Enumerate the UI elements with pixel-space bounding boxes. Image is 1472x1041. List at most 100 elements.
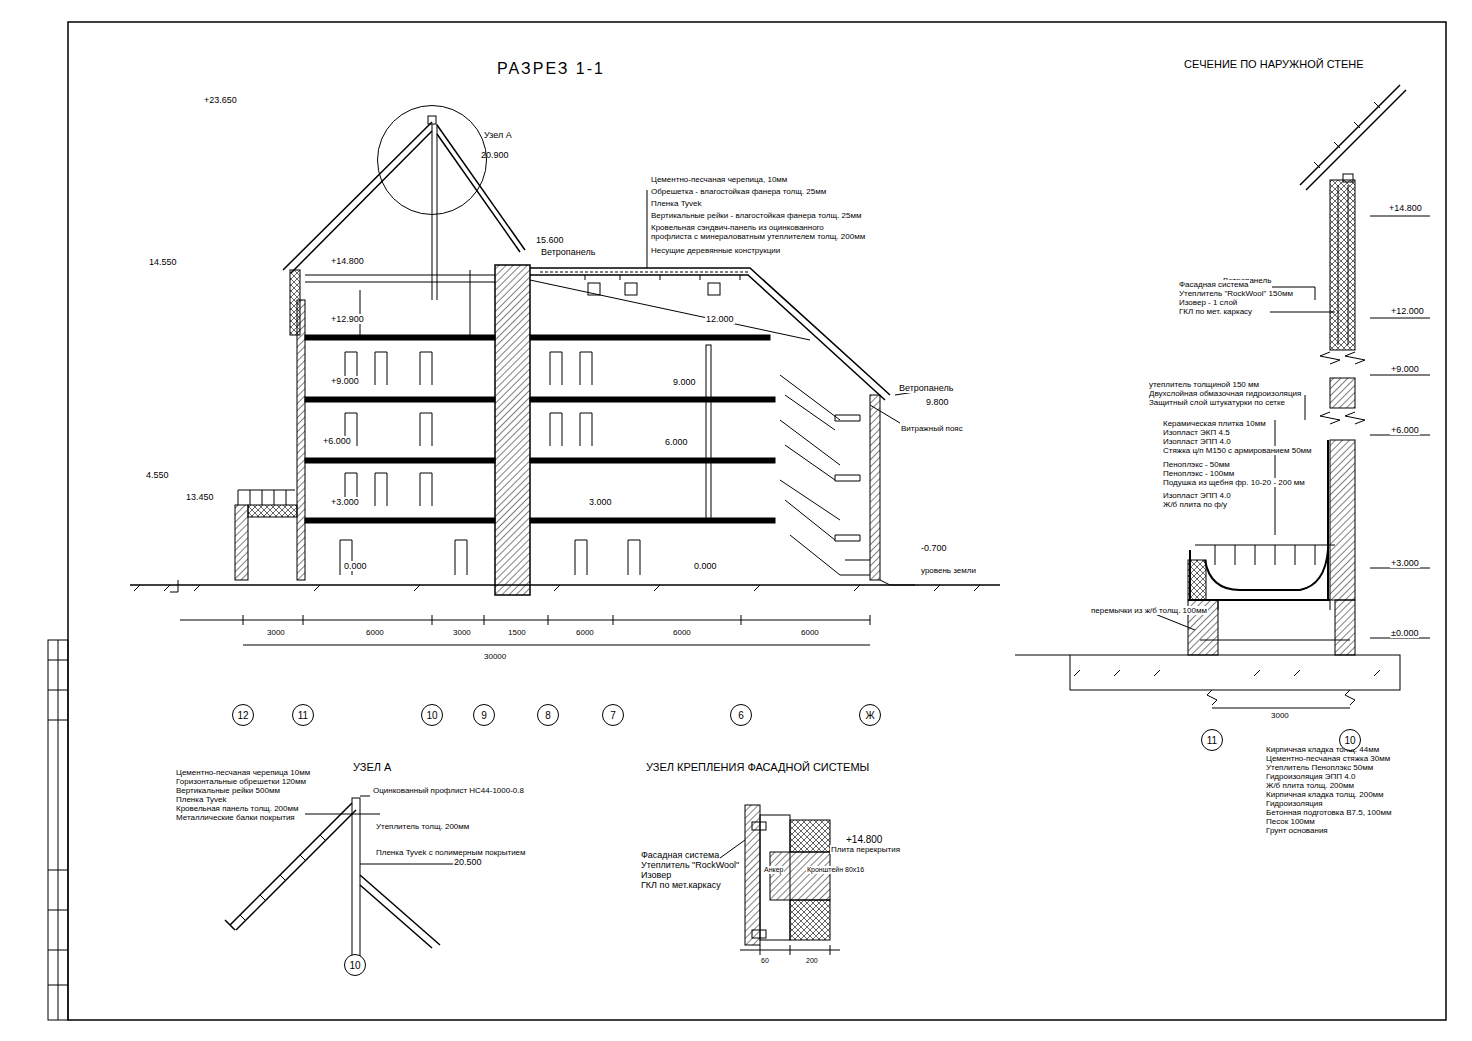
axis-marker: 8 — [537, 704, 559, 726]
annotation-text: Кирпичная кладка толщ. 44мм — [1265, 745, 1380, 754]
annotation-text: СЕЧЕНИЕ ПО НАРУЖНОЙ СТЕНЕ — [1183, 58, 1365, 71]
annotation-text: Гидроизоляция — [1265, 799, 1324, 808]
annotation-text: УЗЕЛ А — [352, 761, 392, 774]
annotation-text: 6.000 — [664, 437, 689, 447]
annotation-text: Пленка Tyvek — [650, 199, 703, 208]
annotation-text: Песок 100мм — [1265, 817, 1316, 826]
annotation-text: Металлические балки покрытия — [175, 813, 296, 822]
annotation-text: +3.000 — [330, 497, 360, 507]
annotation-text: 6000 — [800, 628, 820, 637]
axis-number: 10 — [426, 710, 437, 721]
annotation-text: Изопласт ЭПП 4.0 — [1162, 437, 1232, 446]
annotation-text: Изопласт ЭПП 4.0 — [1162, 491, 1232, 500]
annotation-text: Витражный пояс — [900, 424, 964, 433]
annotation-text: Защитный слой штукатурки по сетке — [1148, 398, 1286, 407]
annotation-text: Цементно-песчаная черепица, 10мм — [650, 175, 788, 184]
axis-marker: 7 — [602, 704, 624, 726]
annotation-text: Утеплитель Пеноплэкс 50мм — [1265, 763, 1374, 772]
annotation-text: +9.000 — [1390, 364, 1420, 374]
annotation-text: УЗЕЛ КРЕПЛЕНИЯ ФАСАДНОЙ СИСТЕМЫ — [645, 761, 870, 774]
axis-number: 8 — [545, 710, 551, 721]
annotation-text: Утеплитель толщ. 200мм — [375, 822, 470, 831]
axis-number: 9 — [481, 710, 487, 721]
annotation-text: Пеноплэкс - 50мм — [1162, 460, 1231, 469]
annotation-text: 15.600 — [535, 235, 565, 245]
annotation-text: Вертикальные рейки - влагостойкая фанера… — [650, 211, 862, 220]
annotation-text: 9.800 — [925, 397, 950, 407]
axis-number: 11 — [298, 710, 308, 721]
annotation-text: утеплитель толщиной 150 мм — [1148, 380, 1260, 389]
axis-number: 6 — [738, 710, 744, 721]
annotation-text: 1500 — [507, 628, 527, 637]
annotation-text: Плита перекрытия — [830, 845, 901, 854]
annotation-text: Стяжка ц/п М150 с армированием 50мм — [1162, 446, 1313, 455]
annotation-text: Пеноплэкс - 100мм — [1162, 469, 1235, 478]
annotation-text: +23.650 — [203, 95, 238, 105]
annotation-text: 3000 — [266, 628, 286, 637]
axis-number: 7 — [610, 710, 616, 721]
annotation-text: 6000 — [575, 628, 595, 637]
annotation-text: Ветропанель — [540, 247, 596, 257]
annotation-text: 3000 — [452, 628, 472, 637]
annotation-text: Кровельная панель толщ. 200мм — [175, 804, 300, 813]
annotation-text: Ж/б плита толщ. 200мм — [1265, 781, 1355, 790]
annotation-text: 9.000 — [672, 377, 697, 387]
annotation-text: Кронштейн 80х16 — [806, 866, 865, 874]
annotation-text: Двухслойная обмазочная гидроизоляция — [1148, 389, 1302, 398]
annotation-text: ГКЛ по мет.каркасу — [640, 880, 722, 890]
annotation-text: уровень земли — [920, 566, 977, 575]
axis-number: 10 — [1344, 735, 1355, 746]
annotation-text: 6000 — [672, 628, 692, 637]
annotation-text: +14.800 — [1388, 203, 1423, 213]
annotation-text: Грунт основания — [1265, 826, 1329, 835]
annotation-text: Несущие деревянные конструкции — [650, 246, 781, 255]
annotation-text: 200 — [805, 957, 819, 965]
annotation-text: 12.000 — [705, 314, 735, 324]
annotation-text: 60 — [760, 957, 770, 965]
annotation-text: Фасадная система — [1178, 280, 1250, 289]
annotation-text: Вертикальные рейки 500мм — [175, 786, 281, 795]
annotation-text: Подушка из щебня фр. 10-20 - 200 мм — [1162, 478, 1306, 487]
annotation-text: +12.000 — [1390, 306, 1425, 316]
axis-marker: 11 — [292, 704, 314, 726]
axis-marker: Ж — [859, 704, 881, 726]
axis-marker: 6 — [730, 704, 752, 726]
annotation-text: 20.900 — [480, 150, 510, 160]
annotation-text: +14.800 — [845, 834, 883, 846]
annotation-text: -0.700 — [920, 543, 948, 553]
annotation-text: ГКЛ по мет. каркасу — [1178, 307, 1253, 316]
annotation-text: Горизонтальные обрешетки 120мм — [175, 777, 307, 786]
axis-number: 12 — [237, 710, 248, 721]
annotation-text: +6.000 — [322, 436, 352, 446]
annotation-text: +3.000 — [1390, 558, 1420, 568]
annotation-text: Обрешетка - влагостойкая фанера толщ. 25… — [650, 187, 827, 196]
annotation-text: Анкер — [763, 866, 784, 874]
annotation-text: +6.000 — [1390, 425, 1420, 435]
annotation-text: 20.500 — [453, 857, 483, 867]
annotation-text: Ж/б плита по ф/у — [1162, 500, 1228, 509]
annotation-text: 14.550 — [148, 257, 178, 267]
annotation-text: ±0.000 — [1390, 628, 1419, 638]
annotation-text: Кирпичная кладка толщ. 200мм — [1265, 790, 1385, 799]
annotation-text: Утеплитель "RockWool" 150мм — [1178, 289, 1294, 298]
annotation-text: Керамическая плитка 10мм — [1162, 419, 1267, 428]
annotation-text: Фасадная система — [640, 850, 720, 860]
annotation-text: 3.000 — [588, 497, 613, 507]
annotation-text: 13.450 — [185, 492, 215, 502]
annotation-text: +9.000 — [330, 376, 360, 386]
annotation-text: Изовер — [640, 870, 672, 880]
axis-marker: 11 — [1201, 729, 1223, 751]
annotation-text: Оцинкованный профлист НС44-1000-0.8 — [372, 786, 525, 795]
annotation-text: Гидроизоляция ЭПП 4.0 — [1265, 772, 1356, 781]
annotation-text: перемычки из ж/б толщ. 100мм — [1090, 606, 1208, 615]
axis-number: 10 — [349, 960, 360, 971]
callout-label: Узел А — [483, 130, 513, 140]
annotation-text: 6000 — [365, 628, 385, 637]
axis-marker: 10 — [344, 954, 366, 976]
detail-callout-circle: Узел А — [377, 105, 487, 215]
axis-marker: 10 — [1339, 729, 1361, 751]
annotation-text: Изопласт ЭКП 4.5 — [1162, 428, 1231, 437]
sheet-title: РАЗРЕЗ 1-1 — [495, 60, 607, 78]
annotation-text: Бетонная подготовка В7.5, 100мм — [1265, 808, 1392, 817]
